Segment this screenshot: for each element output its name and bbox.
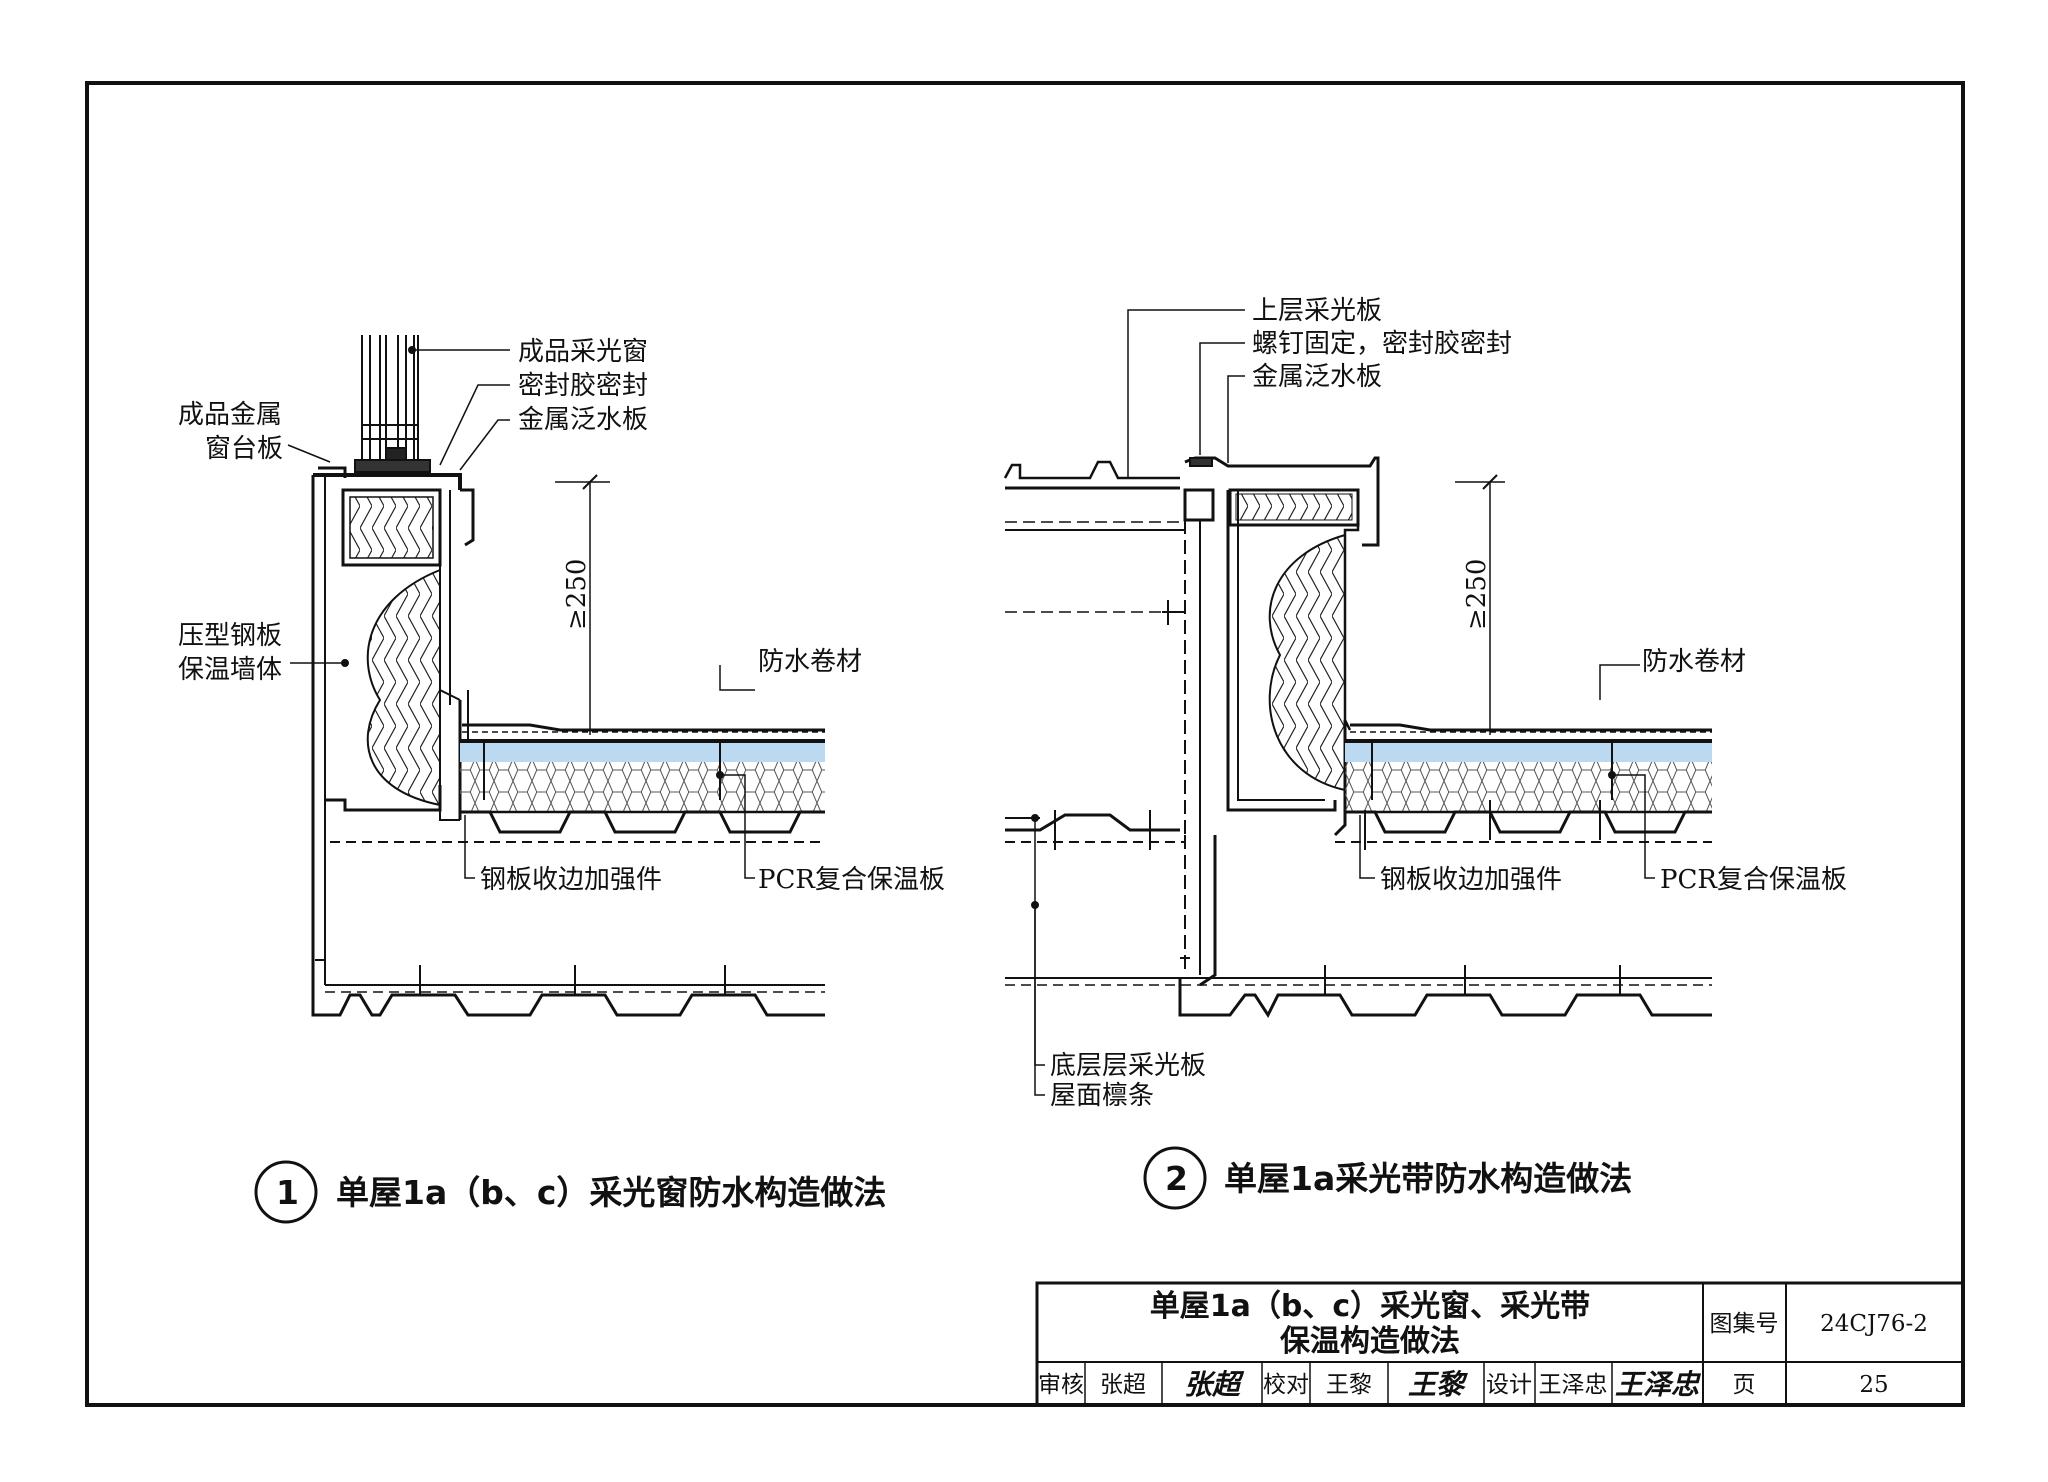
d2-label-stiffener: 钢板收边加强件 <box>1380 865 1562 895</box>
d2-label-flashing: 金属泛水板 <box>1252 362 1382 392</box>
title-block <box>1035 1281 1965 1407</box>
d1-caption-circle <box>254 1160 318 1224</box>
title-line-2: 保温构造做法 <box>1280 1324 1460 1359</box>
detail-1-drawing <box>287 335 825 1017</box>
atlas-number: 24CJ76-2 <box>1820 1311 1928 1337</box>
d1-dimension: ≥250 <box>562 559 592 630</box>
designer-name: 王泽忠 <box>1539 1372 1608 1398</box>
window-frame <box>354 335 431 473</box>
reviewer-signature: 张超 <box>1184 1368 1245 1401</box>
d1-label-sill-line2: 窗台板 <box>205 434 283 464</box>
d1-label-window: 成品采光窗 <box>518 337 648 367</box>
page-label: 页 <box>1733 1372 1756 1398</box>
title-line-1: 单屋1a（b、c）采光窗、采光带 <box>1150 1289 1590 1324</box>
d1-label-membrane: 防水卷材 <box>758 647 862 677</box>
d2-label-bottom-panel: 底层层采光板 <box>1050 1051 1206 1081</box>
d2-dimension: ≥250 <box>1462 559 1492 630</box>
atlas-label: 图集号 <box>1710 1311 1779 1337</box>
detail-2-drawing <box>1003 309 1712 1096</box>
d1-label-sill-line1: 成品金属 <box>178 400 282 430</box>
d1-label-wall-line1: 压型钢板 <box>178 621 282 651</box>
d1-caption-number: 1 <box>276 1173 299 1212</box>
d1-label-stiffener: 钢板收边加强件 <box>480 865 662 895</box>
d1-label-wall-line2: 保温墙体 <box>178 655 282 685</box>
checker-name: 王黎 <box>1326 1372 1372 1398</box>
designer-signature: 王泽忠 <box>1615 1368 1702 1401</box>
d2-label-purlin: 屋面檩条 <box>1050 1081 1154 1111</box>
d2-label-upper-panel: 上层采光板 <box>1252 296 1382 326</box>
d2-label-membrane: 防水卷材 <box>1642 647 1746 677</box>
d2-label-pcr: PCR复合保温板 <box>1660 865 1847 895</box>
d2-caption-circle <box>1143 1146 1207 1210</box>
check-label: 校对 <box>1263 1372 1309 1398</box>
d2-label-screw: 螺钉固定，密封胶密封 <box>1252 329 1512 359</box>
design-label: 设计 <box>1486 1372 1532 1398</box>
sheet-border <box>85 81 1965 1407</box>
d1-label-flashing: 金属泛水板 <box>518 405 648 435</box>
d1-label-pcr: PCR复合保温板 <box>758 865 945 895</box>
d1-caption: 单屋1a（b、c）采光窗防水构造做法 <box>336 1173 886 1212</box>
d2-caption-number: 2 <box>1165 1159 1188 1198</box>
d2-caption: 单屋1a采光带防水构造做法 <box>1224 1159 1632 1198</box>
page-number: 25 <box>1859 1372 1888 1398</box>
d1-label-sealant: 密封胶密封 <box>518 371 648 401</box>
reviewer-name: 张超 <box>1100 1372 1146 1398</box>
checker-signature: 王黎 <box>1408 1368 1468 1401</box>
review-label: 审核 <box>1038 1372 1084 1398</box>
